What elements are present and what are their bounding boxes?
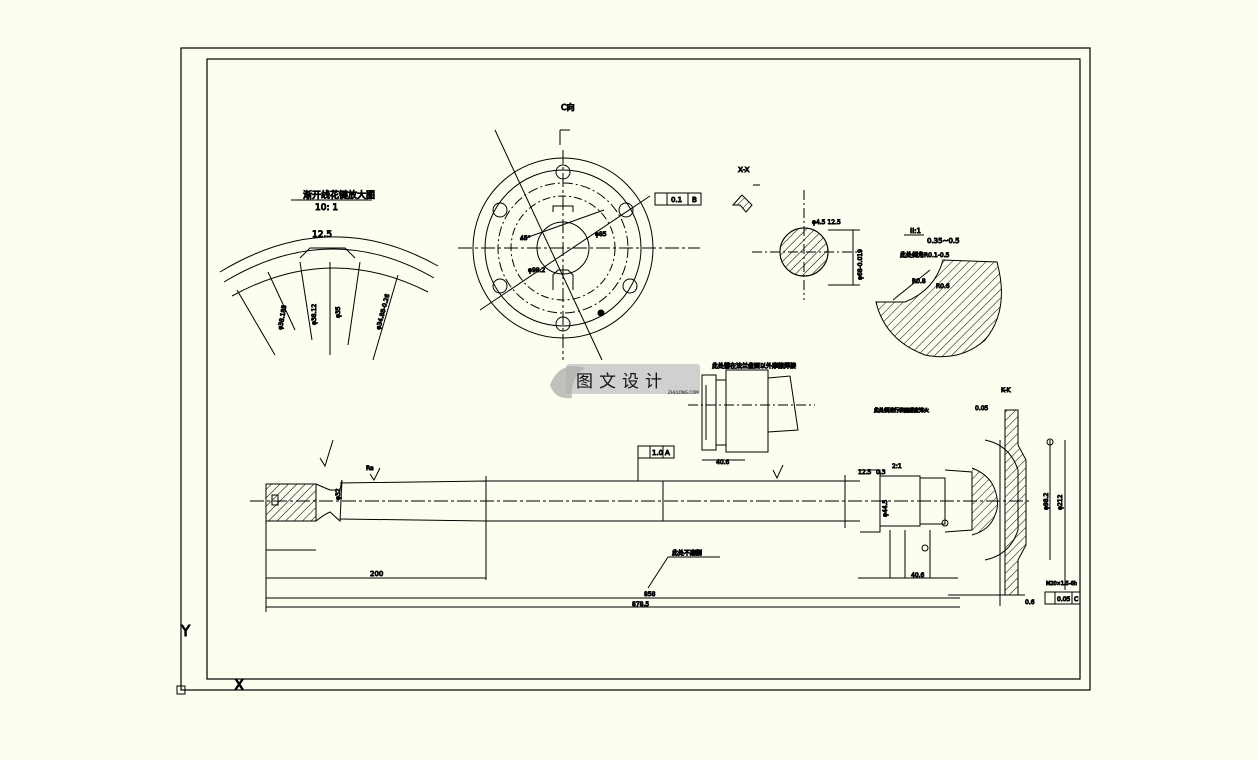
dim-40-6-upper: 40.6 xyxy=(716,459,730,466)
runout-datum: A xyxy=(665,449,670,457)
section-xx-label: X-X xyxy=(738,166,750,174)
watermark-sub: ZHULONG.COM xyxy=(668,390,699,395)
runout-value-2: 0.05 xyxy=(1057,596,1071,603)
svg-text:0.3: 0.3 xyxy=(876,469,886,476)
runout-frame-2 xyxy=(1044,591,1081,605)
detail-r: R0.8 xyxy=(912,278,926,285)
detail-dim-a: 0.35~0.5 xyxy=(927,237,960,245)
thread-note: M20×1.5-6h xyxy=(1046,581,1077,587)
detail-ii-label: II:1 xyxy=(910,227,921,235)
svg-text:φ34.88-0.26: φ34.88-0.26 xyxy=(375,293,391,330)
dim-total: 858 xyxy=(644,591,656,598)
ucs-x-label: X xyxy=(234,676,244,694)
svg-text:φ32: φ32 xyxy=(335,488,342,500)
detail-r2: R0.6 xyxy=(936,283,950,290)
note-upper: 此处需在法兰盘面以外摩擦焊接 xyxy=(712,362,796,370)
flange-c-view: C向 45° φ85 φ98.2 0.1 B xyxy=(458,102,702,361)
position-tolerance-value: 0.1 xyxy=(671,196,682,204)
spline-end-detail: 此处需在法兰盘面以外摩擦焊接 40.6 xyxy=(688,362,815,467)
dim-200: 200 xyxy=(370,570,383,578)
svg-text:φ68-0.019: φ68-0.019 xyxy=(857,249,864,280)
detail-note: 此处倒角R0.1-0.5 xyxy=(900,251,950,259)
svg-text:φ38.12: φ38.12 xyxy=(311,304,318,325)
enlarged-view-scale: 10: 1 xyxy=(315,203,338,213)
dim-total2: 878.5 xyxy=(632,601,649,608)
runout-value: 1.0 xyxy=(652,449,663,457)
watermark: 图文设计 ZHULONG.COM xyxy=(550,364,700,399)
flange-section: K-K 0.05 此处须进行表面感应淬火 φ212 φ98.2 M20×1.5-… xyxy=(874,387,1081,607)
section-xx: X-X φ4.5 12.5 φ68-0.019 xyxy=(731,166,865,300)
ucs-y-label: Y xyxy=(180,622,191,640)
section-c-label: C向 xyxy=(561,102,575,112)
position-tolerance-datum: B xyxy=(692,196,697,204)
spline-enlarged-view: 渐开线花键放大图 10: 1 12.5 φ38.185 φ38.12 φ35 φ… xyxy=(219,189,439,361)
svg-text:φ85: φ85 xyxy=(595,231,607,238)
dim-40-6: 40.6 xyxy=(911,572,925,579)
position-tolerance-frame xyxy=(654,192,702,206)
main-shaft: Ra 1.0 A 200 858 878.5 此处不磨削 40.6 12.5 0… xyxy=(250,439,1030,612)
svg-text:12.5: 12.5 xyxy=(858,469,872,476)
svg-text:φ35: φ35 xyxy=(335,306,342,318)
svg-text:45°: 45° xyxy=(520,235,531,242)
svg-text:φ98.2: φ98.2 xyxy=(1043,493,1050,511)
enlarged-view-title: 渐开线花键放大图 xyxy=(303,189,375,201)
drawing-frame xyxy=(180,47,1091,691)
svg-text:φ212: φ212 xyxy=(1057,494,1064,510)
svg-text:φ4.5 12.5: φ4.5 12.5 xyxy=(812,219,841,226)
roughness-label: 12.5 xyxy=(312,230,332,240)
ucs-icon: Y X xyxy=(176,622,245,695)
svg-text:φ98.2: φ98.2 xyxy=(528,267,546,274)
svg-text:φ44.5: φ44.5 xyxy=(882,500,889,518)
tol-ref: 0.6 xyxy=(1025,599,1035,606)
section-kk-label: K-K xyxy=(1001,387,1011,394)
watermark-text: 图文设计 xyxy=(576,372,668,392)
svg-text:φ38.185: φ38.185 xyxy=(277,304,288,330)
svg-text:Ra: Ra xyxy=(366,465,374,472)
svg-text:2:1: 2:1 xyxy=(892,463,902,470)
datum-c: C xyxy=(1074,596,1078,603)
flatness-ref: 0.05 xyxy=(975,405,989,412)
detail-ii: II:1 0.35~0.5 此处倒角R0.1-0.5 R0.8 R0.6 xyxy=(875,227,1002,358)
note-right: 此处须进行表面感应淬火 xyxy=(874,407,929,414)
note-surface: 此处不磨削 xyxy=(672,549,702,557)
